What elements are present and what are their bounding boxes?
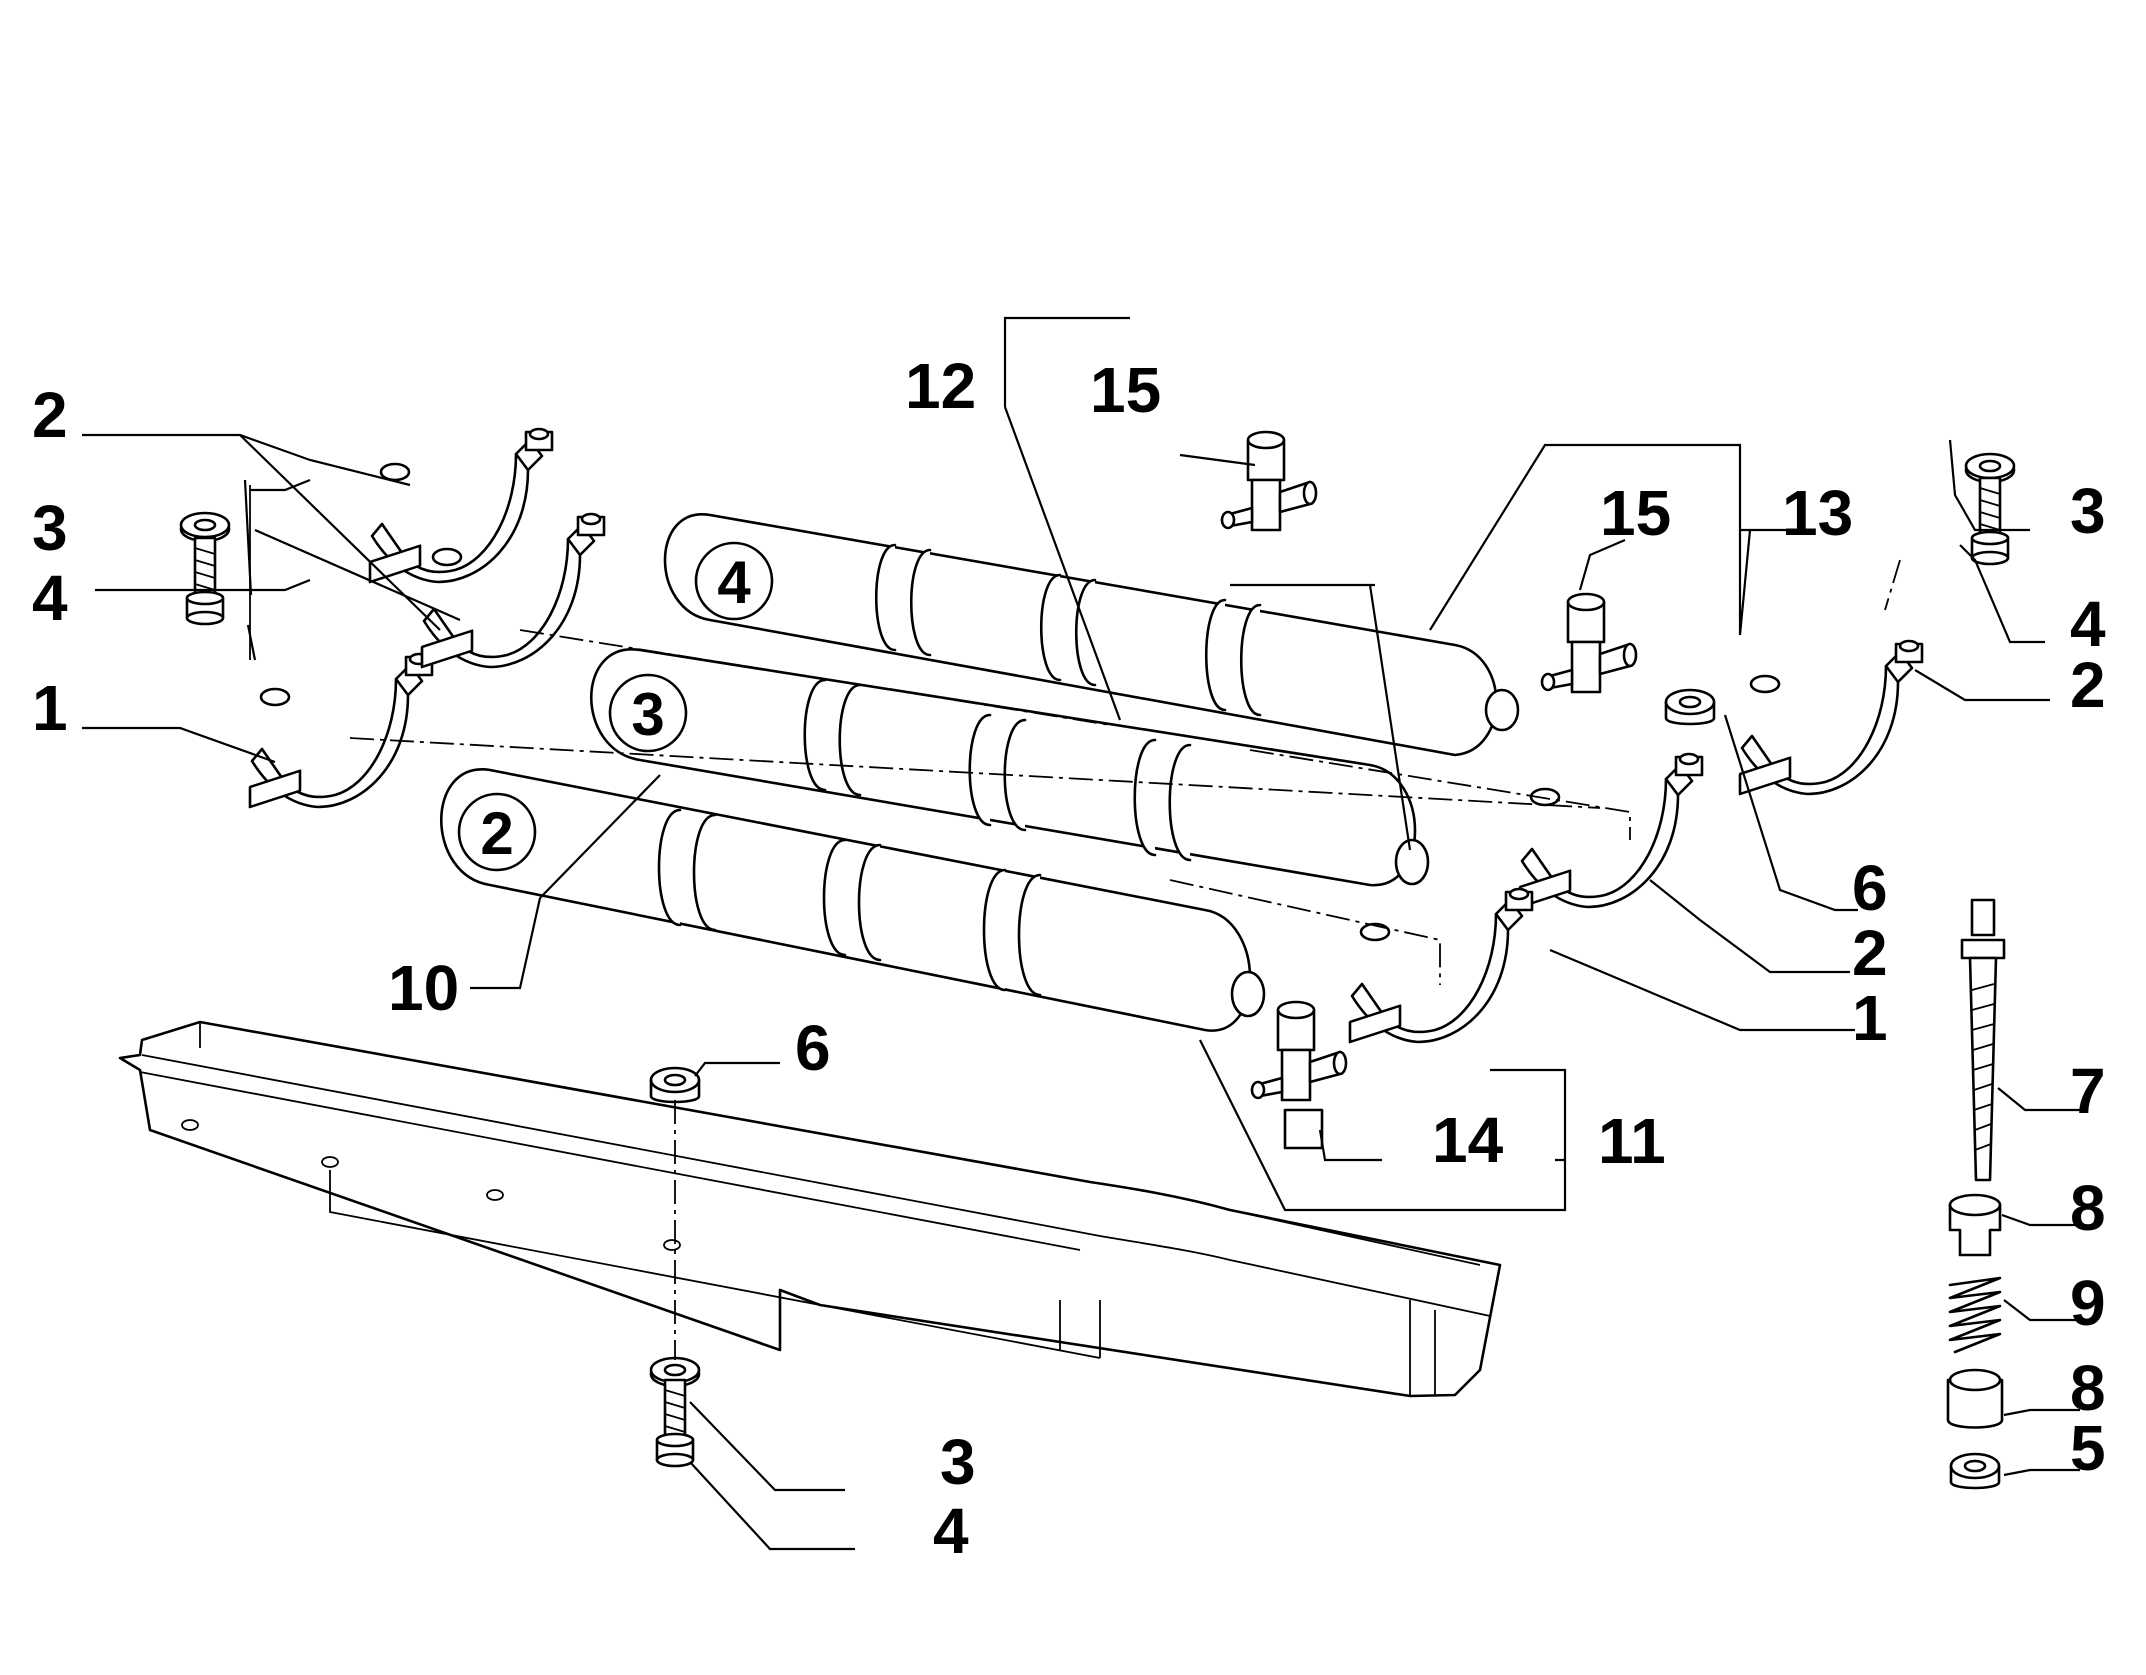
- callout-1-right: 1: [1852, 982, 1888, 1054]
- callout-8-lower: 8: [2070, 1352, 2106, 1424]
- gas-cylinder-2: 2: [439, 768, 1266, 1032]
- axis-line-lower: [1169, 879, 1441, 985]
- callout-3-right: 3: [2070, 475, 2106, 547]
- cylinder-4-label: 4: [717, 549, 751, 616]
- nut-6-right: [1664, 688, 1716, 726]
- callout-15-right: 15: [1600, 477, 1671, 549]
- callout-9: 9: [2070, 1267, 2106, 1339]
- cylinder-2-label: 2: [480, 800, 513, 867]
- spring-9: [1948, 1276, 2002, 1354]
- nut-6-bottom: [649, 1066, 701, 1104]
- cylinder-3-label: 3: [631, 681, 664, 748]
- leader-lines: [82, 316, 2080, 1551]
- callout-10: 10: [388, 952, 459, 1024]
- callout-3-bottom: 3: [940, 1426, 976, 1498]
- valve-14: [1250, 1000, 1348, 1150]
- callout-13: 13: [1782, 477, 1853, 549]
- clamp-1-right: [1348, 887, 1534, 1044]
- bushing-8-lower: [1946, 1368, 2004, 1429]
- clamp-2-left-lower: [420, 512, 606, 669]
- clamp-2-right-upper: [1738, 639, 1924, 796]
- callout-5: 5: [2070, 1412, 2106, 1484]
- chassis-rail: [118, 1020, 1502, 1398]
- callout-2-left: 2: [32, 379, 68, 451]
- axis-line-right: [1249, 749, 1631, 840]
- callout-7: 7: [2070, 1055, 2106, 1127]
- bolt-4-right: [1970, 476, 2010, 566]
- callout-8-upper: 8: [2070, 1172, 2106, 1244]
- callout-6-right: 6: [1852, 852, 1888, 924]
- callout-3-left: 3: [32, 492, 68, 564]
- callout-12: 12: [905, 350, 976, 422]
- threaded-stud-7: [1960, 898, 2006, 1182]
- bolt-4-bottom: [655, 1378, 695, 1468]
- callout-2-right-upper: 2: [2070, 649, 2106, 721]
- axis-line-upper: [519, 629, 1111, 726]
- callout-15-top: 15: [1090, 354, 1161, 426]
- axis-line-middle: [349, 737, 1601, 809]
- callout-11: 11: [1598, 1105, 1666, 1177]
- bolt-4-left: [185, 536, 225, 626]
- callout-1-left: 1: [32, 672, 68, 744]
- callout-14: 14: [1432, 1104, 1504, 1176]
- valve-15-top: [1220, 430, 1318, 532]
- gas-cylinder-3: 3: [589, 648, 1430, 887]
- callout-4-bottom: 4: [933, 1495, 969, 1567]
- axis-line-right-clamp: [1884, 559, 1901, 611]
- callout-6-bottom: 6: [795, 1012, 831, 1084]
- valve-15-right: [1540, 592, 1638, 694]
- clamp-2-right-lower: [1518, 752, 1704, 909]
- callout-4-right: 4: [2070, 588, 2106, 660]
- clamp-1-left: [248, 652, 434, 809]
- nut-5: [1949, 1452, 2001, 1490]
- callout-4-left: 4: [32, 562, 68, 634]
- callout-2-right-lower: 2: [1852, 917, 1888, 989]
- bushing-8-upper: [1948, 1193, 2002, 1257]
- gas-cylinder-4: 4: [663, 513, 1520, 757]
